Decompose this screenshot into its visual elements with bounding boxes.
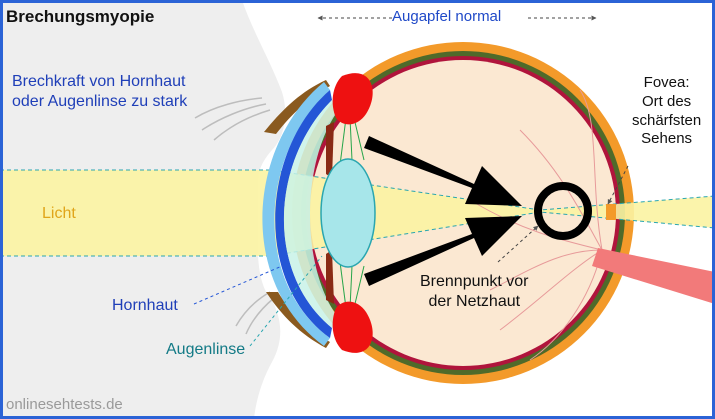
eye-lens (320, 158, 376, 268)
eyelashes-upper (194, 97, 271, 141)
cornea (275, 90, 332, 338)
refraction-note-line: Brechkraft von Hornhaut (12, 73, 186, 90)
focus-label-line: der Netzhaut (428, 293, 521, 310)
fovea-label-line: Fovea: (643, 74, 690, 91)
fovea-label-line: schärfsten (632, 111, 702, 129)
cornea-label: Hornhaut (112, 297, 178, 314)
refraction-note-line: oder Augenlinse zu stark (12, 93, 188, 110)
iris-upper (332, 73, 373, 125)
cornea-leader (193, 265, 283, 305)
optic-nerve (592, 248, 715, 304)
cornea-outer (262, 82, 330, 346)
iris-upper-edge (326, 122, 334, 178)
leader-lines (193, 15, 629, 347)
light-arrows (364, 136, 522, 286)
page-title: Brechungsmyopie (6, 7, 155, 26)
light-label: Licht (42, 205, 76, 222)
fovea-label: Fovea: Ort des schärfsten Sehens (632, 74, 701, 149)
iris-lower (332, 301, 373, 353)
anterior-chamber (283, 100, 340, 328)
refraction-note: Brechkraft von Hornhaut oder Augenlinse … (12, 72, 187, 112)
light-beam-edges (0, 169, 715, 257)
iris-lower-edge (326, 250, 334, 304)
focal-point-ring (534, 182, 592, 240)
lens-leader (249, 255, 323, 347)
focus-leader (497, 225, 539, 263)
lens-label: Augenlinse (166, 341, 246, 358)
focus-label: Brennpunkt vor der Netzhaut (420, 272, 529, 312)
eyelashes-lower (235, 291, 275, 335)
zonule-fibers (339, 117, 365, 309)
focus-label-line: Brennpunkt vor (420, 273, 529, 290)
fovea-leader (607, 165, 629, 205)
fovea-label-line: Sehens (641, 130, 693, 148)
lower-arrow (364, 216, 522, 286)
eyeball-note: Augapfel normal (392, 8, 502, 25)
fovea-pit (606, 204, 616, 220)
site-footer: onlinesehtests.de (6, 396, 123, 413)
fovea-label-line: Ort des (642, 92, 692, 110)
upper-arrow (364, 136, 522, 206)
